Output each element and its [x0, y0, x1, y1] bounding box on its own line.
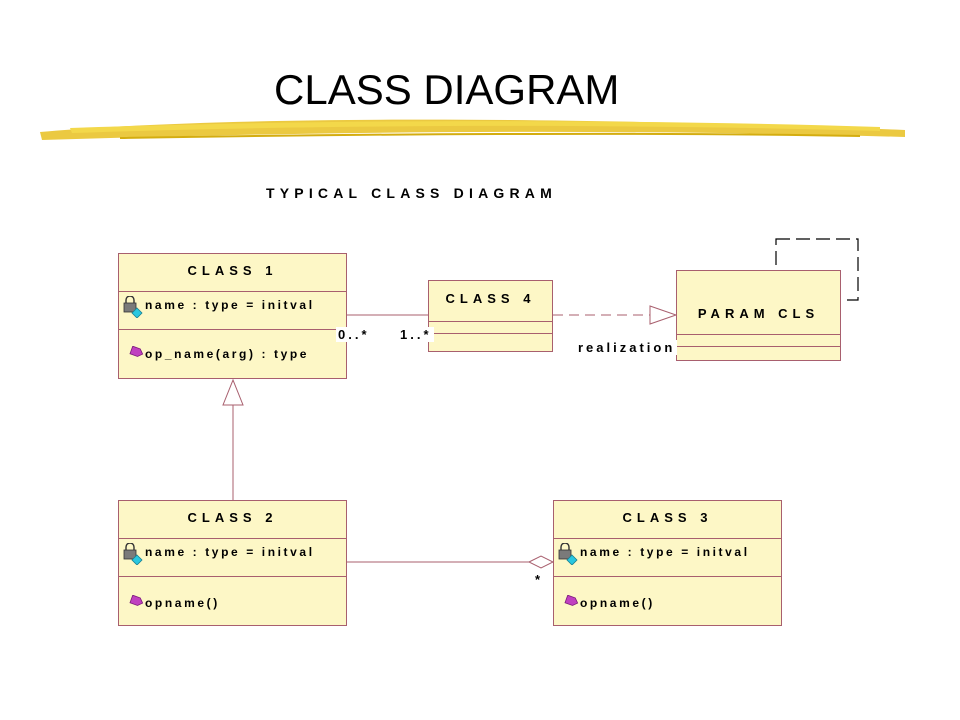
class-box-param-cls[interactable]: PARAM CLS [676, 270, 841, 361]
class-name: CLASS 2 [187, 510, 278, 525]
attribute: name : type = initval [145, 298, 315, 312]
operation: opname() [145, 596, 220, 610]
lock-attribute-icon [123, 543, 143, 565]
class-name: CLASS 4 [445, 291, 536, 306]
lock-attribute-icon [558, 543, 578, 565]
realization-arrowhead [649, 305, 678, 325]
multiplicity-right: 1..* [398, 327, 434, 342]
realization-label: realization [576, 340, 678, 355]
operation-icon [564, 595, 579, 606]
class-name: CLASS 1 [187, 263, 278, 278]
diagram-subtitle: TYPICAL CLASS DIAGRAM [266, 185, 557, 201]
class-box-class4[interactable]: CLASS 4 [428, 280, 553, 352]
attribute: name : type = initval [145, 545, 315, 559]
multiplicity-left: 0..* [336, 327, 372, 342]
class-name: CLASS 3 [622, 510, 713, 525]
aggregation-multiplicity: * [535, 572, 544, 587]
lock-attribute-icon [123, 296, 143, 318]
operation-icon [129, 346, 144, 357]
class-name: PARAM CLS [697, 306, 820, 321]
class-box-class3[interactable]: CLASS 3 name : type = initval opname() [553, 500, 782, 626]
page-title: CLASS DIAGRAM [274, 66, 620, 113]
attribute: name : type = initval [580, 545, 750, 559]
aggregation-diamond [527, 555, 555, 569]
generalization-arrowhead [222, 378, 244, 406]
operation-icon [129, 595, 144, 606]
class-box-class1[interactable]: CLASS 1 name : type = initval op_name(ar… [118, 253, 347, 379]
class-box-class2[interactable]: CLASS 2 name : type = initval opname() [118, 500, 347, 626]
operation: opname() [580, 596, 655, 610]
operation: op_name(arg) : type [145, 347, 310, 361]
